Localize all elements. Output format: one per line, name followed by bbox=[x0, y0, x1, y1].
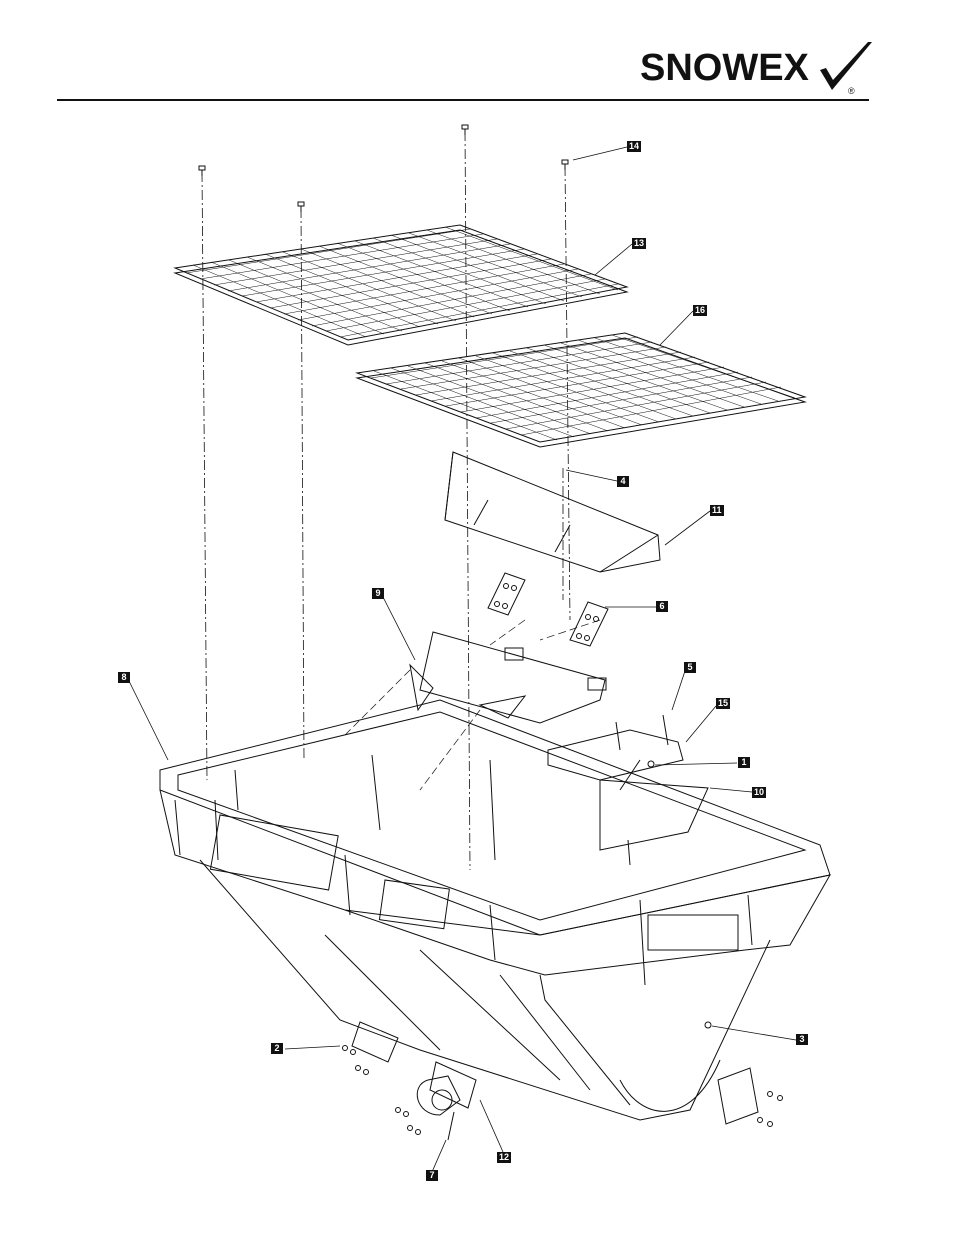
lower-hardware bbox=[343, 1022, 783, 1140]
callout-1: 1 bbox=[738, 757, 750, 768]
screw-icon bbox=[562, 160, 568, 170]
screw-icon bbox=[462, 125, 468, 135]
bolt-set bbox=[343, 1046, 783, 1135]
callout-14: 14 bbox=[627, 141, 641, 152]
screw-icon bbox=[199, 166, 205, 176]
callout-6: 6 bbox=[656, 601, 668, 612]
callout-11: 11 bbox=[710, 505, 724, 516]
callout-4: 4 bbox=[617, 476, 629, 487]
lower-grate bbox=[357, 333, 805, 447]
callout-9: 9 bbox=[372, 588, 384, 599]
bolt-icon bbox=[705, 1022, 711, 1028]
callout-12: 12 bbox=[497, 1152, 511, 1163]
callout-13: 13 bbox=[632, 238, 646, 249]
callout-2: 2 bbox=[271, 1043, 283, 1054]
callout-3: 3 bbox=[796, 1034, 808, 1045]
callout-10: 10 bbox=[752, 787, 766, 798]
bracket-pair bbox=[488, 573, 608, 646]
callout-16: 16 bbox=[693, 305, 707, 316]
side-deflector bbox=[548, 715, 708, 850]
upper-deflector bbox=[445, 452, 660, 572]
screw-icon bbox=[298, 202, 304, 212]
callout-15: 15 bbox=[716, 698, 730, 709]
center-deflector bbox=[345, 632, 606, 790]
callout-8: 8 bbox=[118, 672, 130, 683]
nut-icon bbox=[648, 761, 654, 767]
upper-grate bbox=[175, 225, 627, 345]
leader-lines bbox=[129, 147, 796, 1172]
callout-5: 5 bbox=[684, 662, 696, 673]
callout-7: 7 bbox=[426, 1170, 438, 1181]
